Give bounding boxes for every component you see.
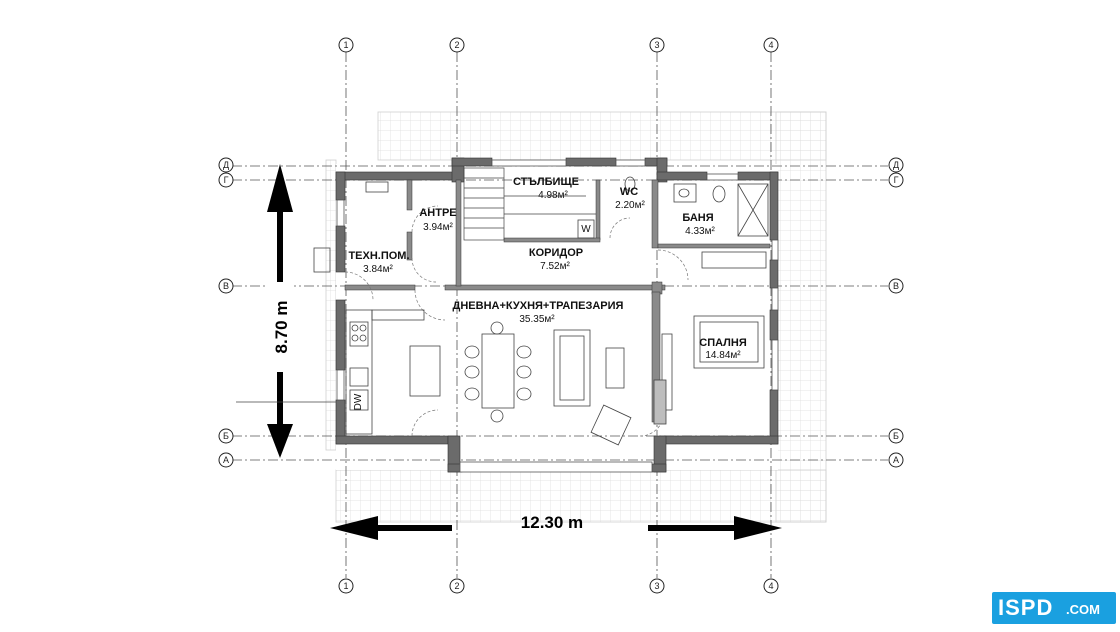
room-name: WC — [620, 186, 638, 198]
svg-text:А: А — [223, 455, 229, 465]
axis-marker-v-right: В — [888, 278, 904, 294]
row-axis-markers: Д Г В Б А Д Г В Б А — [218, 157, 904, 468]
paving-grid-back — [377, 111, 827, 161]
svg-text:3: 3 — [654, 581, 659, 591]
brand-logo: ISPD .COM — [992, 592, 1116, 624]
svg-text:4: 4 — [768, 40, 773, 50]
room-name: СПАЛНЯ — [699, 337, 747, 349]
axis-marker-1-bottom: 1 — [338, 578, 354, 594]
room-bedroom: СПАЛНЯ 14.84м² — [699, 337, 747, 361]
room-corridor: КОРИДОР 7.52м² — [529, 247, 583, 272]
room-area: 3.84м² — [363, 264, 393, 275]
room-area: 3.94м² — [423, 222, 453, 233]
axis-marker-g-left: Г — [218, 172, 234, 188]
axis-marker-b-right: Б — [888, 428, 904, 444]
axis-marker-2-top: 2 — [449, 37, 465, 53]
axis-marker-d-right: Д — [888, 157, 904, 173]
furniture — [313, 176, 769, 446]
staircase — [463, 167, 596, 241]
room-name: КОРИДОР — [529, 247, 583, 259]
room-area: 35.35м² — [519, 314, 555, 325]
svg-text:Б: Б — [893, 431, 899, 441]
axis-marker-1-top: 1 — [338, 37, 354, 53]
axis-marker-g-right: Г — [888, 172, 904, 188]
svg-text:4: 4 — [768, 581, 773, 591]
paving-grid-right — [775, 111, 827, 523]
room-tech: ТЕХН.ПОМ. 3.84м² — [348, 250, 409, 275]
svg-text:2: 2 — [454, 581, 459, 591]
svg-text:Г: Г — [894, 175, 899, 185]
axis-marker-2-bottom: 2 — [449, 578, 465, 594]
axis-marker-3-bottom: 3 — [649, 578, 665, 594]
door-swings — [344, 205, 689, 437]
depth-label: 8.70 m — [272, 301, 291, 354]
depth-dimension: 8.70 m — [236, 164, 336, 458]
axis-marker-v-left: В — [218, 278, 234, 294]
windows — [336, 159, 779, 473]
paving-grid-front — [335, 469, 827, 523]
paving-grid-left — [325, 159, 337, 451]
axis-marker-a-left: А — [218, 452, 234, 468]
svg-text:3: 3 — [654, 40, 659, 50]
room-bathroom: БАНЯ 4.33м² — [682, 212, 715, 237]
room-name: АНТРЕ — [419, 207, 456, 219]
room-name: ДНЕВНА+КУХНЯ+ТРАПЕЗАРИЯ — [453, 300, 624, 312]
room-area: 4.33м² — [685, 226, 715, 237]
room-area: 2.20м² — [615, 200, 645, 211]
exterior-walls — [335, 157, 779, 473]
svg-text:В: В — [893, 281, 899, 291]
width-label: 12.30 m — [521, 513, 583, 532]
svg-text:Б: Б — [223, 431, 229, 441]
logo-main-text: ISPD — [998, 595, 1054, 620]
axis-marker-a-right: А — [888, 452, 904, 468]
axis-marker-b-left: Б — [218, 428, 234, 444]
room-area: 14.84м² — [705, 350, 741, 361]
axis-marker-3-top: 3 — [649, 37, 665, 53]
room-name: БАНЯ — [682, 212, 713, 224]
svg-text:В: В — [223, 281, 229, 291]
axis-marker-4-bottom: 4 — [763, 578, 779, 594]
svg-text:1: 1 — [343, 40, 348, 50]
room-antre: АНТРЕ 3.94м² — [419, 207, 456, 233]
axis-marker-4-top: 4 — [763, 37, 779, 53]
room-area: 4.98м² — [538, 190, 568, 201]
svg-text:Г: Г — [224, 175, 229, 185]
room-wc: WC 2.20м² — [615, 186, 645, 211]
column-axis-markers: 1 2 3 4 1 2 3 4 — [338, 37, 779, 594]
room-name: ТЕХН.ПОМ. — [348, 250, 409, 262]
svg-text:Д: Д — [223, 160, 229, 170]
svg-text:1: 1 — [343, 581, 348, 591]
svg-text:2: 2 — [454, 40, 459, 50]
room-stairs: СТЪЛБИЩЕ 4.98м² — [513, 176, 579, 201]
axis-marker-d-left: Д — [218, 157, 234, 173]
interior-walls — [344, 179, 771, 423]
washer-label: W — [581, 224, 591, 235]
width-dimension: 12.30 m — [330, 513, 782, 540]
room-living: ДНЕВНА+КУХНЯ+ТРАПЕЗАРИЯ 35.35м² — [453, 300, 624, 325]
svg-text:А: А — [893, 455, 899, 465]
room-area: 7.52м² — [540, 261, 570, 272]
dishwasher-label: DW — [353, 393, 364, 410]
logo-suffix-text: .COM — [1066, 602, 1100, 617]
room-name: СТЪЛБИЩЕ — [513, 176, 579, 188]
svg-text:Д: Д — [893, 160, 899, 170]
